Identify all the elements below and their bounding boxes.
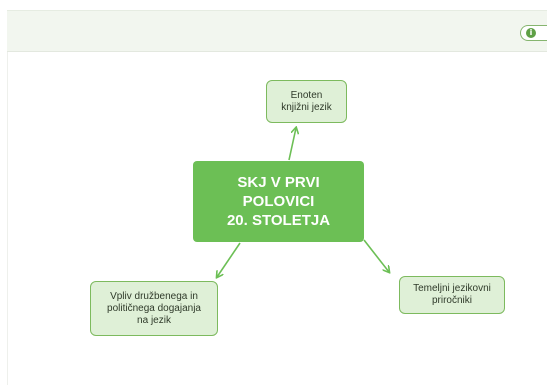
node-left-label: Vpliv družbenega in političnega dogajanj…: [107, 290, 201, 326]
info-icon: i: [526, 28, 536, 38]
central-node-label: SKJ V PRVI POLOVICI 20. STOLETJA: [226, 174, 331, 229]
left-divider: [7, 52, 8, 385]
connector-to-right: [363, 239, 389, 272]
central-node[interactable]: SKJ V PRVI POLOVICI 20. STOLETJA: [193, 161, 364, 242]
node-right[interactable]: Temeljni jezikovni priročniki: [399, 276, 505, 314]
connector-to-left: [217, 242, 241, 277]
node-top[interactable]: Enoten knjižni jezik: [266, 80, 347, 123]
node-top-label: Enoten knjižni jezik: [281, 89, 332, 113]
info-button[interactable]: i: [520, 25, 547, 41]
header-bar: [7, 10, 547, 52]
node-left[interactable]: Vpliv družbenega in političnega dogajanj…: [90, 281, 218, 336]
node-right-label: Temeljni jezikovni priročniki: [413, 283, 491, 306]
connector-to-top: [288, 128, 296, 161]
top-margin: [0, 0, 547, 10]
